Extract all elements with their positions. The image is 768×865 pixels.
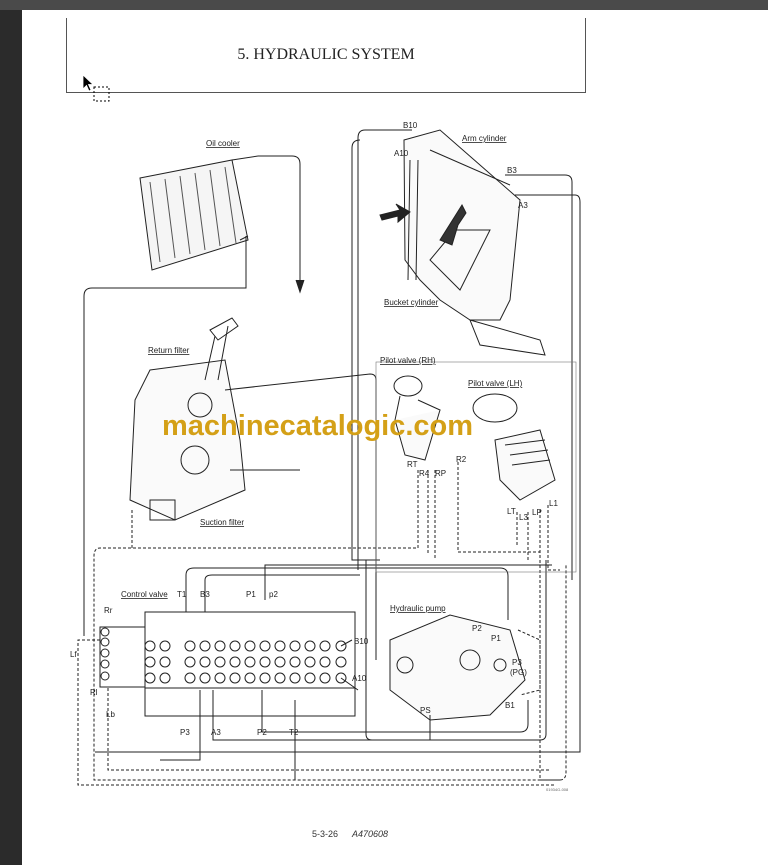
control-valve-ports	[100, 627, 347, 684]
port-label: R4	[419, 469, 430, 478]
component-labels: Oil cooler Arm cylinder Bucket cylinder …	[121, 134, 523, 613]
port-label: B1	[505, 701, 515, 710]
watermark: machinecatalogic.com	[162, 410, 474, 442]
port-label: T1	[177, 590, 187, 599]
document-code: A470608	[352, 829, 389, 839]
port-label: L1	[549, 499, 558, 508]
port-label: B3	[200, 590, 210, 599]
pilot-valve-lh	[472, 393, 556, 501]
port-label: P1	[246, 590, 256, 599]
label-suction-filter: Suction filter	[200, 518, 244, 527]
port-label: Lb	[106, 710, 115, 719]
pilot-valve-rh	[393, 375, 441, 461]
port-label: L3	[519, 513, 528, 522]
port-label: A3	[211, 728, 221, 737]
viewer-left-bar	[0, 10, 22, 865]
port-label: B10	[354, 637, 369, 646]
mouse-cursor-icon	[82, 74, 110, 102]
port-label: Rl	[90, 688, 98, 697]
port-label: PS	[420, 706, 431, 715]
port-label: P3	[180, 728, 190, 737]
port-label: A10	[352, 674, 367, 683]
oil-cooler	[139, 155, 259, 271]
label-hydraulic-pump: Hydraulic pump	[390, 604, 446, 613]
hydraulic-pump	[389, 614, 526, 721]
page-title: 5. HYDRAULIC SYSTEM	[237, 46, 415, 63]
port-label: Lf	[70, 650, 77, 659]
port-label: P2	[472, 624, 482, 633]
port-label: P3	[512, 658, 522, 667]
label-oil-cooler: Oil cooler	[206, 139, 240, 148]
port-label: RT	[407, 460, 418, 469]
header-box: 5. HYDRAULIC SYSTEM	[66, 18, 586, 93]
port-label: RP	[435, 469, 446, 478]
port-label: Rr	[104, 606, 113, 615]
port-label: B3	[507, 166, 517, 175]
port-label: LT	[507, 507, 516, 516]
port-label: LP	[532, 508, 542, 517]
label-arm-cylinder: Arm cylinder	[462, 134, 507, 143]
port-label: A3	[518, 201, 528, 210]
port-label: P1	[491, 634, 501, 643]
port-label: (PG)	[510, 668, 527, 677]
page-number: 5-3-26	[312, 829, 339, 839]
port-label: R2	[456, 455, 467, 464]
port-labels: B10 A10 B3 A3 RT R4 RP R2 LT L3 LP L1 T1…	[70, 121, 558, 737]
label-pilot-valve-rh: Pilot valve (RH)	[380, 356, 436, 365]
label-control-valve: Control valve	[121, 590, 168, 599]
control-valve	[99, 611, 356, 717]
drawing-code: 01934G-008	[546, 787, 569, 792]
hydraulic-tank	[129, 317, 246, 521]
port-label: T2	[289, 728, 299, 737]
viewer-top-bar	[0, 0, 768, 10]
port-label: p2	[269, 590, 278, 599]
port-label: P2	[257, 728, 267, 737]
label-pilot-valve-lh: Pilot valve (LH)	[468, 379, 523, 388]
label-bucket-cylinder: Bucket cylinder	[384, 298, 439, 307]
port-label: A10	[394, 149, 409, 158]
label-return-filter: Return filter	[148, 346, 190, 355]
excavator-arm	[379, 129, 546, 356]
port-label: B10	[403, 121, 418, 130]
